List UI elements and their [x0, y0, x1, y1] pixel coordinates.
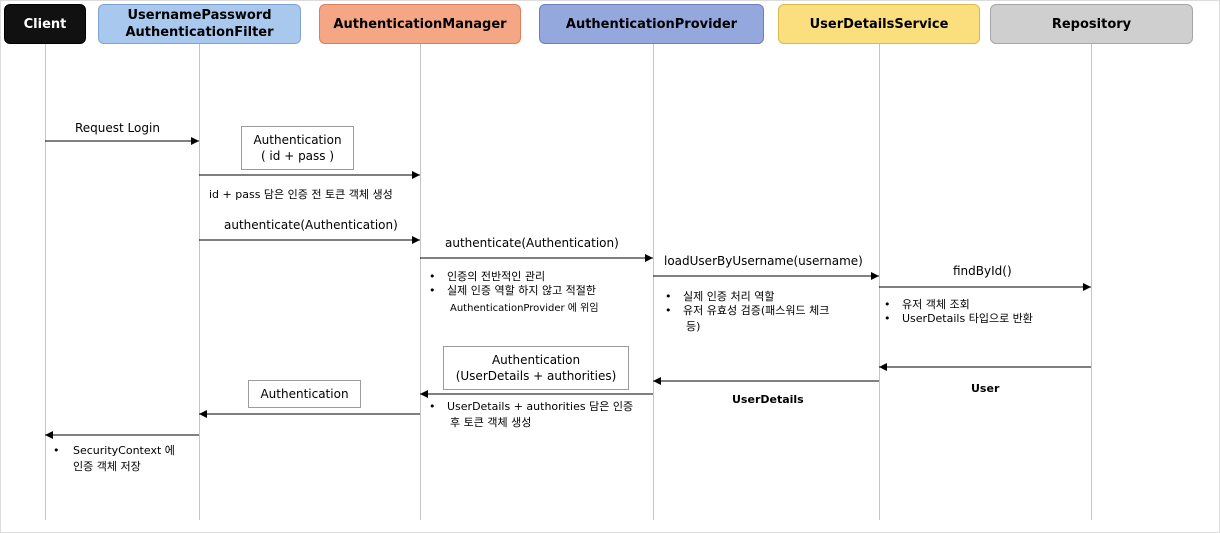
manager-bullet-2: • 실제 인증 역할 하지 않고 적절한 — [429, 284, 596, 298]
client-bullet-extra: 인증 객체 저장 — [73, 460, 141, 473]
note-auth-full-line2: (UserDetails + authorities) — [455, 369, 617, 383]
label-authenticate-2: authenticate(Authentication) — [445, 236, 619, 250]
client-bullet: • SecurityContext 에 — [53, 444, 175, 458]
bullet-dot: • — [429, 400, 436, 413]
participant-manager-label: AuthenticationManager — [333, 16, 507, 32]
participant-uds-label: UserDetailsService — [809, 16, 949, 32]
label-find-by-id: findById() — [953, 264, 1012, 278]
note-authentication-full: Authentication (UserDetails + authoritie… — [443, 346, 629, 390]
manager-bullet-extra: AuthenticationProvider 에 위임 — [450, 303, 599, 314]
bullet-dot: • — [884, 312, 891, 325]
return-bullet-extra: 후 토큰 객체 생성 — [450, 416, 532, 429]
note-auth-line1: Authentication — [253, 133, 342, 147]
participant-provider-label: AuthenticationProvider — [565, 16, 738, 32]
uds-bullet-2: • UserDetails 타입으로 반환 — [884, 312, 1033, 326]
uds-bullet-1: • 유저 객체 조회 — [884, 298, 970, 312]
note-auth-return-text: Authentication — [260, 387, 349, 401]
label-user: User — [971, 382, 1000, 395]
note-auth-full-line1: Authentication — [491, 353, 581, 367]
lifeline-client — [45, 44, 46, 520]
manager-bullet-1: • 인증의 전반적인 관리 — [429, 270, 545, 284]
participant-client-label: Client — [23, 16, 67, 32]
note-auth-line2: ( id + pass ) — [260, 149, 335, 163]
lifeline-filter — [199, 44, 200, 520]
provider-bullet-extra: 등) — [686, 320, 701, 333]
participant-client: Client — [4, 4, 86, 44]
label-user-details: UserDetails — [732, 393, 804, 406]
label-token-note: id + pass 담은 인증 전 토큰 객체 생성 — [209, 188, 393, 201]
label-authenticate-1: authenticate(Authentication) — [224, 218, 398, 232]
manager-bullet-2-text: 실제 인증 역할 하지 않고 적절한 — [447, 284, 597, 297]
uds-bullet-2-text: UserDetails 타입으로 반환 — [902, 312, 1033, 325]
participant-filter-label: UsernamePassword — [127, 8, 272, 23]
label-load-user: loadUserByUsername(username) — [664, 254, 863, 268]
bullet-dot: • — [429, 270, 436, 283]
lifeline-manager — [420, 44, 421, 520]
uds-bullet-1-text: 유저 객체 조회 — [902, 298, 970, 311]
label-request-login: Request Login — [75, 121, 160, 135]
provider-bullet-1: • 실제 인증 처리 역할 — [665, 290, 774, 304]
lifeline-user-details-service — [879, 44, 880, 520]
lifeline-repository — [1091, 44, 1092, 520]
manager-bullet-1-text: 인증의 전반적인 관리 — [447, 270, 546, 283]
participant-repository: Repository — [990, 4, 1193, 44]
bullet-dot: • — [429, 284, 436, 297]
provider-bullet-2-text: 유저 유효성 검증(패스워드 체크 — [683, 304, 830, 317]
note-authentication-id-pass: Authentication ( id + pass ) — [241, 126, 354, 170]
bullet-dot: • — [884, 298, 891, 311]
provider-bullet-2: • 유저 유효성 검증(패스워드 체크 — [665, 304, 829, 318]
bullet-dot: • — [665, 290, 672, 303]
return-bullet-text: UserDetails + authorities 담은 인증 — [447, 400, 634, 413]
lifeline-provider — [653, 44, 654, 520]
participant-repo-label: Repository — [1051, 16, 1132, 32]
bullet-dot: • — [665, 304, 672, 317]
client-bullet-text: SecurityContext 에 — [73, 444, 175, 457]
participant-manager: AuthenticationManager — [319, 4, 521, 44]
return-bullet: • UserDetails + authorities 담은 인증 — [429, 400, 633, 414]
participant-user-details-service: UserDetailsService — [778, 4, 980, 44]
note-authentication-return: Authentication — [248, 380, 361, 408]
participant-filter: UsernamePassword AuthenticationFilter — [98, 4, 301, 44]
bullet-dot: • — [53, 444, 60, 457]
participant-filter-label-line2: AuthenticationFilter — [125, 25, 274, 40]
participant-provider: AuthenticationProvider — [539, 4, 764, 44]
provider-bullet-1-text: 실제 인증 처리 역할 — [683, 290, 775, 303]
